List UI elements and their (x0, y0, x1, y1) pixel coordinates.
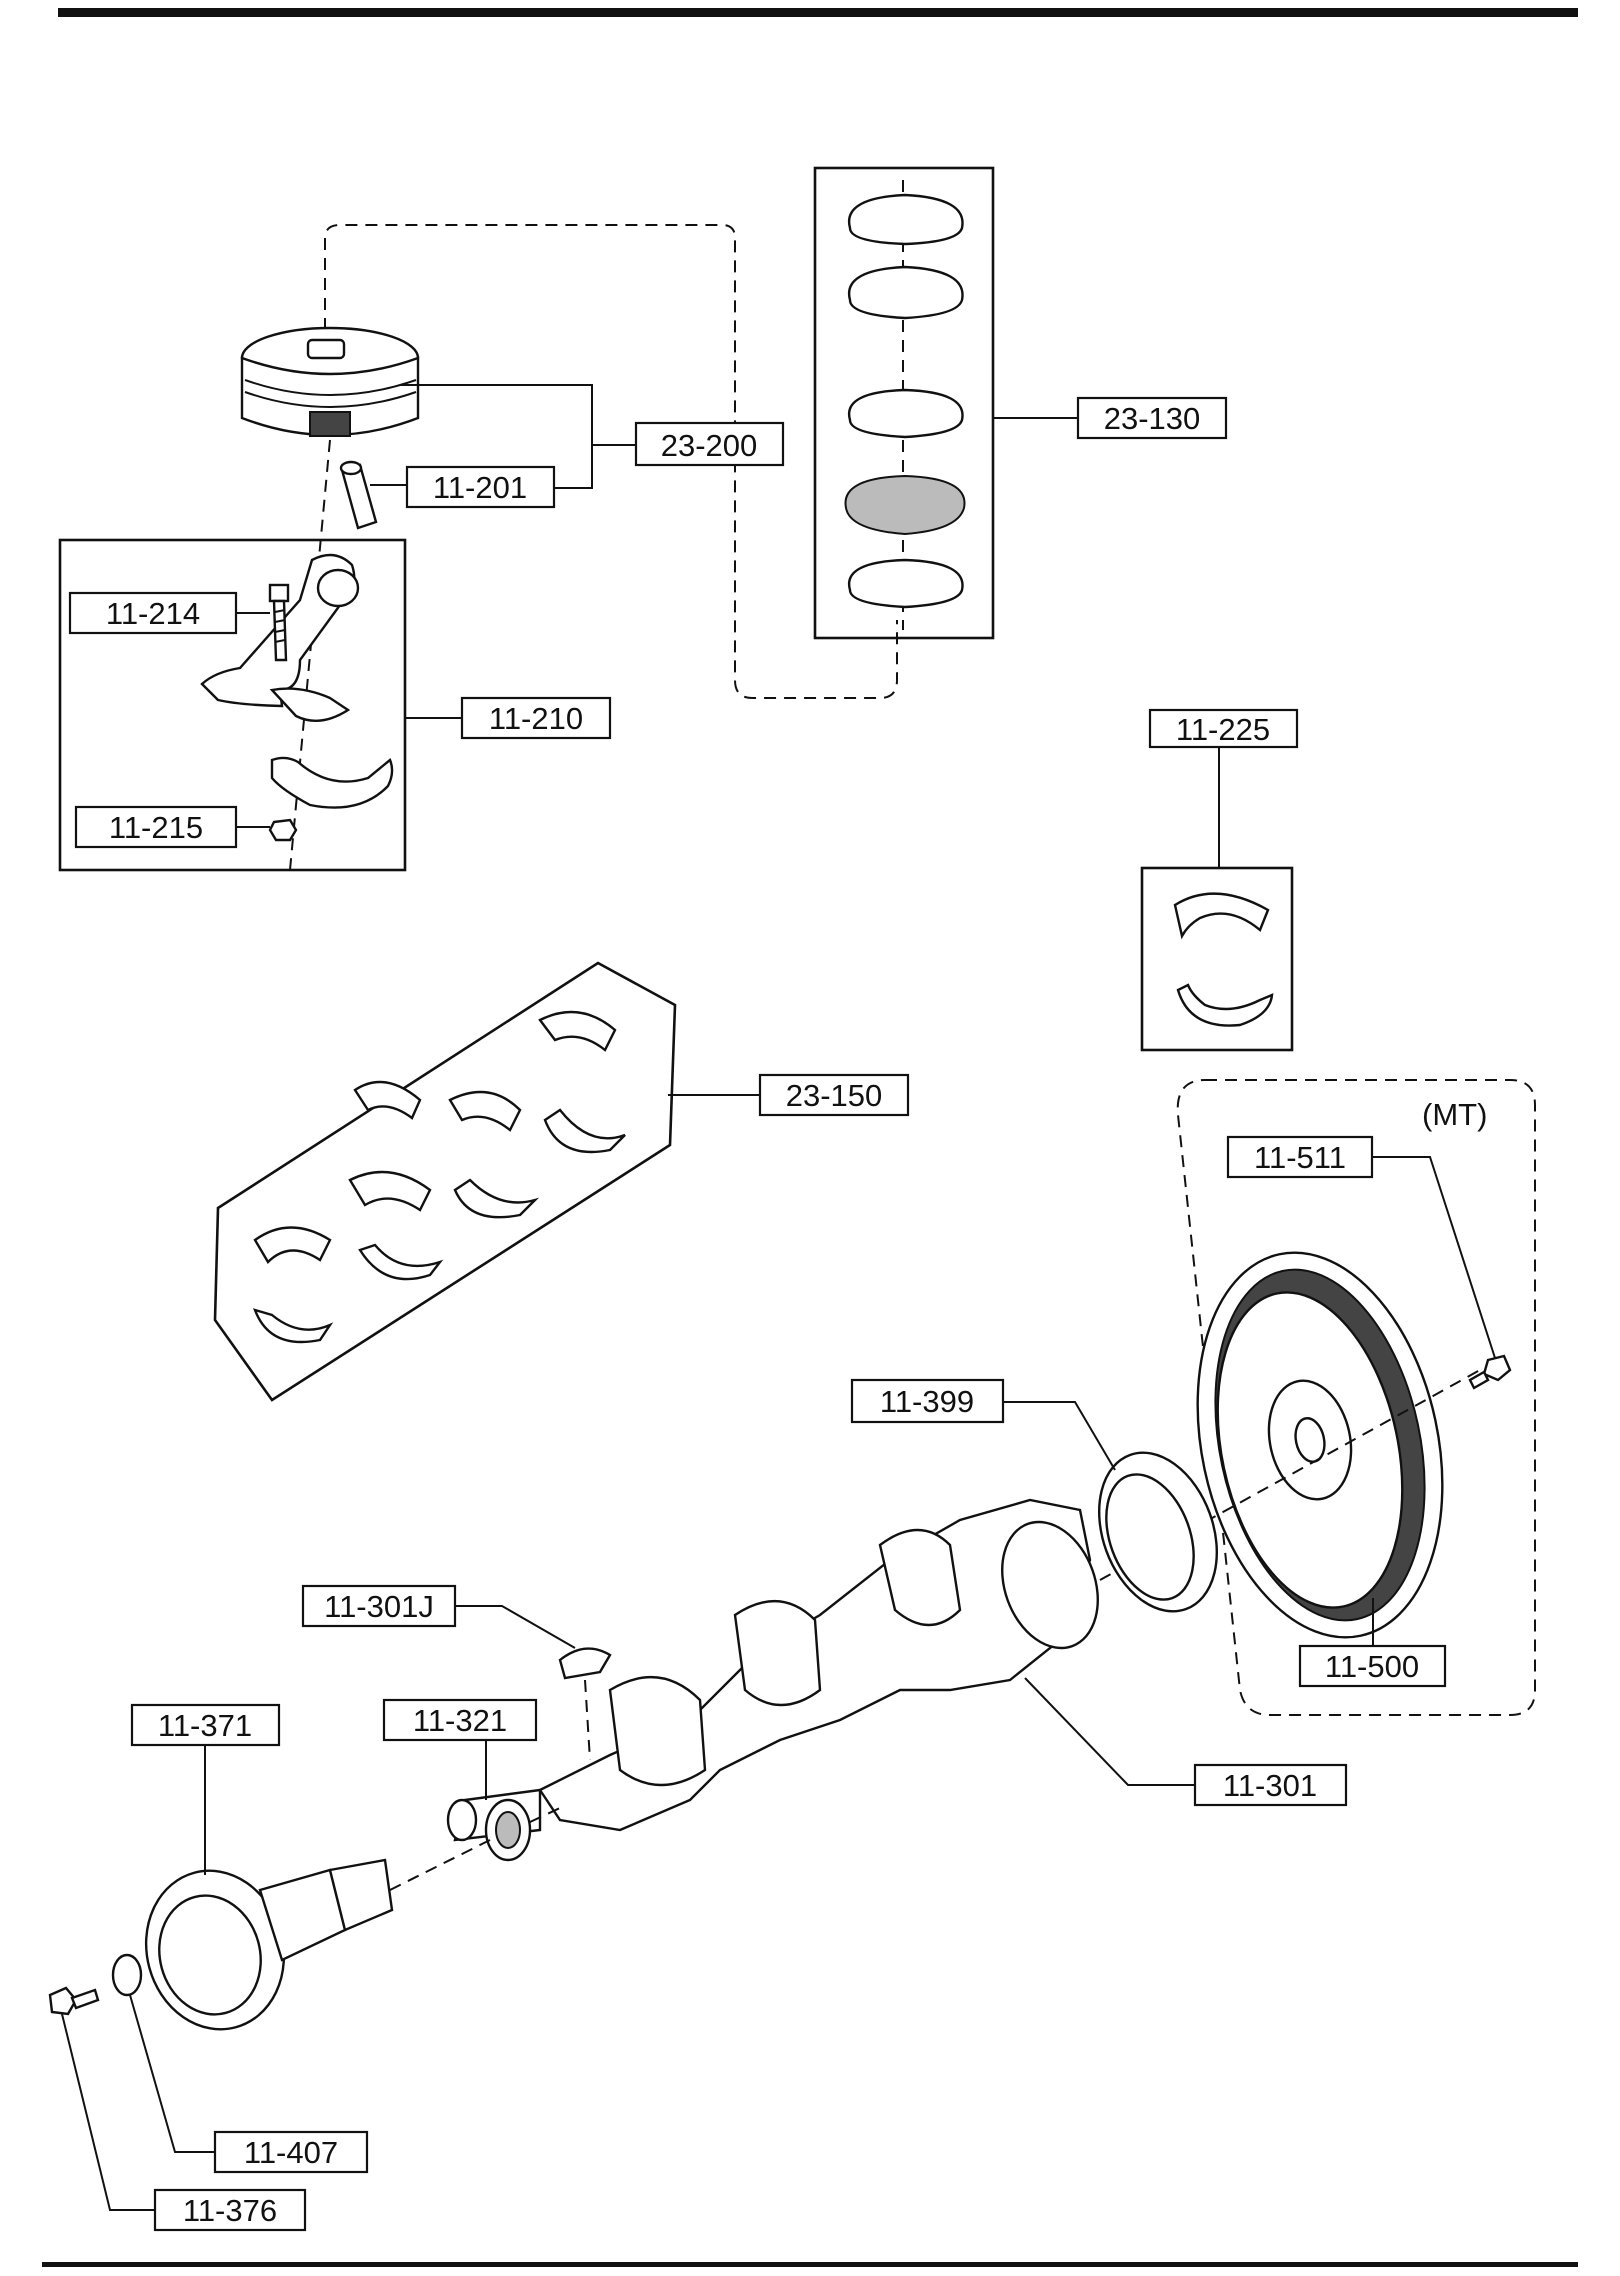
piston-icon (240, 326, 420, 437)
conrod-cap-icon (270, 756, 394, 809)
svg-text:11-399: 11-399 (880, 1384, 974, 1419)
svg-text:11-210: 11-210 (489, 701, 583, 736)
crankshaft-icon (446, 1498, 1099, 1842)
callout-11-376[interactable]: 11-376 (153, 2188, 307, 2232)
callout-11-301J[interactable]: 11-301J (301, 1584, 457, 1628)
callout-23-200[interactable]: 23-200 (634, 421, 785, 467)
leader-11-376 (61, 2013, 155, 2211)
rear-oil-seal-icon (1097, 1451, 1219, 1613)
svg-text:11-301: 11-301 (1223, 1768, 1317, 1803)
flywheel-icon (1196, 1251, 1444, 1639)
thrust-bearing-frame (1140, 866, 1294, 1052)
piston-rings-icon (844, 193, 966, 609)
svg-text:11-500: 11-500 (1325, 1649, 1419, 1684)
svg-text:23-200: 23-200 (661, 428, 758, 463)
piston-rings-frame (813, 166, 995, 640)
callout-11-201[interactable]: 11-201 (405, 465, 556, 509)
conrod-frame (58, 538, 407, 872)
svg-text:11-371: 11-371 (158, 1708, 252, 1743)
svg-text:11-407: 11-407 (244, 2135, 338, 2170)
svg-text:23-150: 23-150 (786, 1078, 883, 1113)
flywheel-bolt-icon (1468, 1354, 1512, 1390)
callout-11-511[interactable]: 11-511 (1226, 1135, 1374, 1179)
callout-11-321[interactable]: 11-321 (382, 1698, 538, 1742)
svg-text:11-215: 11-215 (109, 810, 203, 845)
pulley-washer-icon (111, 1953, 143, 1997)
callout-11-215[interactable]: 11-215 (74, 805, 238, 849)
callout-11-210[interactable]: 11-210 (460, 696, 612, 740)
callout-11-225[interactable]: 11-225 (1148, 708, 1299, 749)
thrust-bearing-icon (1173, 892, 1274, 1027)
main-bearings-icon (253, 1010, 626, 1344)
svg-text:11-376: 11-376 (183, 2193, 277, 2228)
leader-11-301 (1024, 1677, 1195, 1786)
leader-11-407 (129, 1994, 215, 2153)
leader-11-511 (1372, 1156, 1496, 1359)
mt-variant-note: (MT) (1422, 1097, 1487, 1132)
callout-23-150[interactable]: 23-150 (758, 1073, 910, 1117)
callout-23-130[interactable]: 23-130 (1076, 396, 1228, 440)
svg-text:11-321: 11-321 (413, 1703, 507, 1738)
svg-text:11-225: 11-225 (1176, 712, 1270, 747)
conrod-nut-icon (268, 818, 298, 842)
pulley-bolt-icon (48, 1986, 100, 2016)
piston-ring-dashed-link (324, 224, 898, 699)
crankshaft-pulley-icon (144, 1858, 394, 2031)
piston-pin-icon (339, 460, 378, 530)
bottom-rule (42, 2262, 1578, 2267)
leader-23-200 (400, 384, 636, 489)
svg-text:11-214: 11-214 (106, 596, 200, 631)
callout-11-301[interactable]: 11-301 (1193, 1763, 1348, 1807)
woodruff-key-icon (558, 1647, 612, 1680)
conrod-bolt-icon (268, 583, 290, 662)
callout-11-500[interactable]: 11-500 (1298, 1644, 1447, 1688)
svg-text:11-201: 11-201 (433, 470, 527, 505)
mt-flywheel-dashed-region (1176, 1079, 1536, 1716)
callout-11-214[interactable]: 11-214 (68, 591, 238, 635)
callout-11-371[interactable]: 11-371 (130, 1703, 281, 1747)
callout-11-399[interactable]: 11-399 (850, 1378, 1005, 1424)
leader-11-399 (1003, 1401, 1116, 1471)
svg-text:11-511: 11-511 (1254, 1140, 1346, 1175)
svg-text:23-130: 23-130 (1104, 401, 1201, 436)
svg-text:11-301J: 11-301J (324, 1589, 434, 1624)
callout-11-407[interactable]: 11-407 (213, 2130, 369, 2174)
timing-gear-icon (484, 1798, 532, 1862)
leader-11-301J (455, 1605, 576, 1649)
top-rule (58, 8, 1578, 17)
main-bearings-frame (213, 961, 677, 1402)
